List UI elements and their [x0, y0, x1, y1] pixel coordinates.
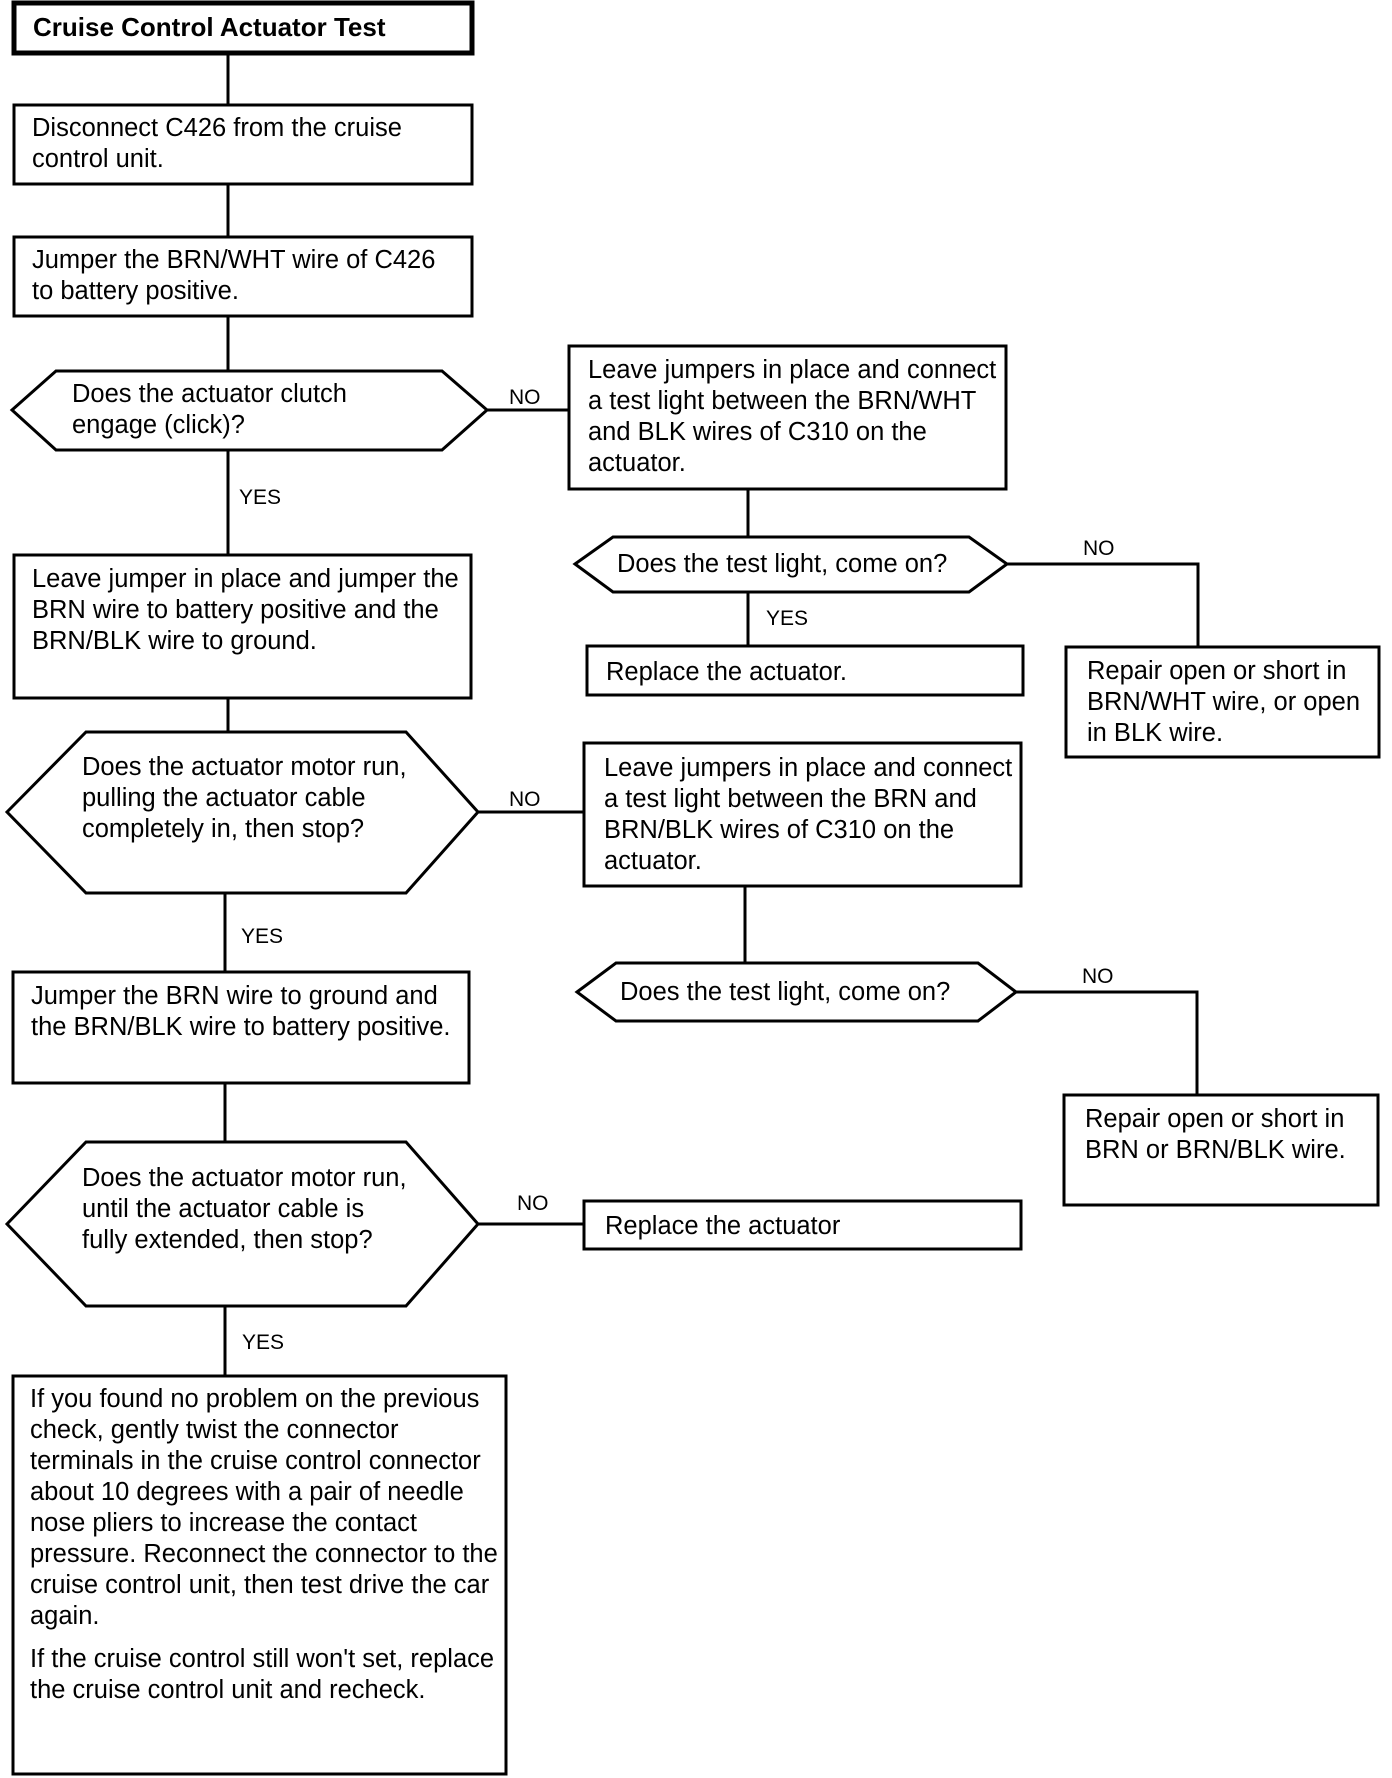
label-motor-no: NO [509, 788, 541, 811]
chart-title: Cruise Control Actuator Test [33, 12, 386, 42]
text-final-check: If you found no problem on the previous … [30, 1384, 500, 1706]
text-motor-extend: Does the actuator motor run, until the a… [82, 1164, 407, 1254]
decision-motor-pull-in [4, 730, 481, 895]
text-repair-brn-wht: Repair open or short in BRN/WHT wire, or… [1087, 657, 1361, 747]
step-jumper-brn-wht [12, 235, 474, 318]
step-disconnect-c426 [12, 103, 474, 186]
label-light2-no: NO [1082, 965, 1114, 988]
text-motor-pull-in: Does the actuator motor run, pulling the… [82, 753, 407, 843]
text-final-check-p1: If you found no problem on the previous … [30, 1385, 498, 1630]
step-test-light-c310-b [582, 741, 1023, 888]
decision-clutch-engage [9, 369, 490, 452]
step-repair-brn-wht [1064, 645, 1381, 759]
label-motor-yes: YES [241, 925, 284, 948]
text-final-check-p2: If the cruise control still won't set, r… [30, 1645, 495, 1704]
step-replace-actuator-a [585, 644, 1025, 697]
step-leave-jumper-brn [12, 553, 473, 700]
label-light1-no: NO [1083, 537, 1115, 560]
text-replace-actuator-a: Replace the actuator. [606, 658, 847, 686]
step-final-check [11, 1374, 508, 1776]
text-leave-jumper-brn: Leave jumper in place and jumper the BRN… [32, 565, 459, 655]
label-clutch-yes: YES [239, 486, 282, 509]
decision-motor-extend [4, 1140, 480, 1308]
text-clutch-engage: Does the actuator clutch engage (click)? [72, 380, 347, 439]
label-light1-yes: YES [766, 607, 809, 630]
text-test-light-1: Does the test light, come on? [617, 550, 948, 578]
text-test-light-c310-b: Leave jumpers in place and connect a tes… [604, 754, 1013, 875]
step-repair-brn [1062, 1093, 1380, 1207]
connector-light1-no [1007, 562, 1200, 647]
title-box [11, 0, 475, 56]
decision-test-light-1 [572, 535, 1010, 594]
connector-light2-no [1016, 990, 1199, 1095]
decision-test-light-2 [574, 961, 1019, 1023]
text-disconnect-c426: Disconnect C426 from the cruise control … [32, 114, 402, 173]
text-jumper-brn-wht: Jumper the BRN/WHT wire of C426 to batte… [32, 246, 436, 305]
text-replace-actuator-b: Replace the actuator [605, 1212, 841, 1240]
text-jumper-brn-ground: Jumper the BRN wire to ground and the BR… [31, 982, 451, 1041]
step-test-light-c310-a [567, 344, 1008, 491]
label-extend-yes: YES [242, 1331, 285, 1354]
text-repair-brn: Repair open or short in BRN or BRN/BLK w… [1085, 1105, 1346, 1164]
label-clutch-no: NO [509, 386, 541, 409]
text-test-light-2: Does the test light, come on? [620, 978, 951, 1006]
step-replace-actuator-b [582, 1199, 1023, 1251]
step-jumper-brn-ground [11, 970, 471, 1085]
text-test-light-c310-a: Leave jumpers in place and connect a tes… [588, 356, 997, 477]
label-extend-no: NO [517, 1192, 549, 1215]
